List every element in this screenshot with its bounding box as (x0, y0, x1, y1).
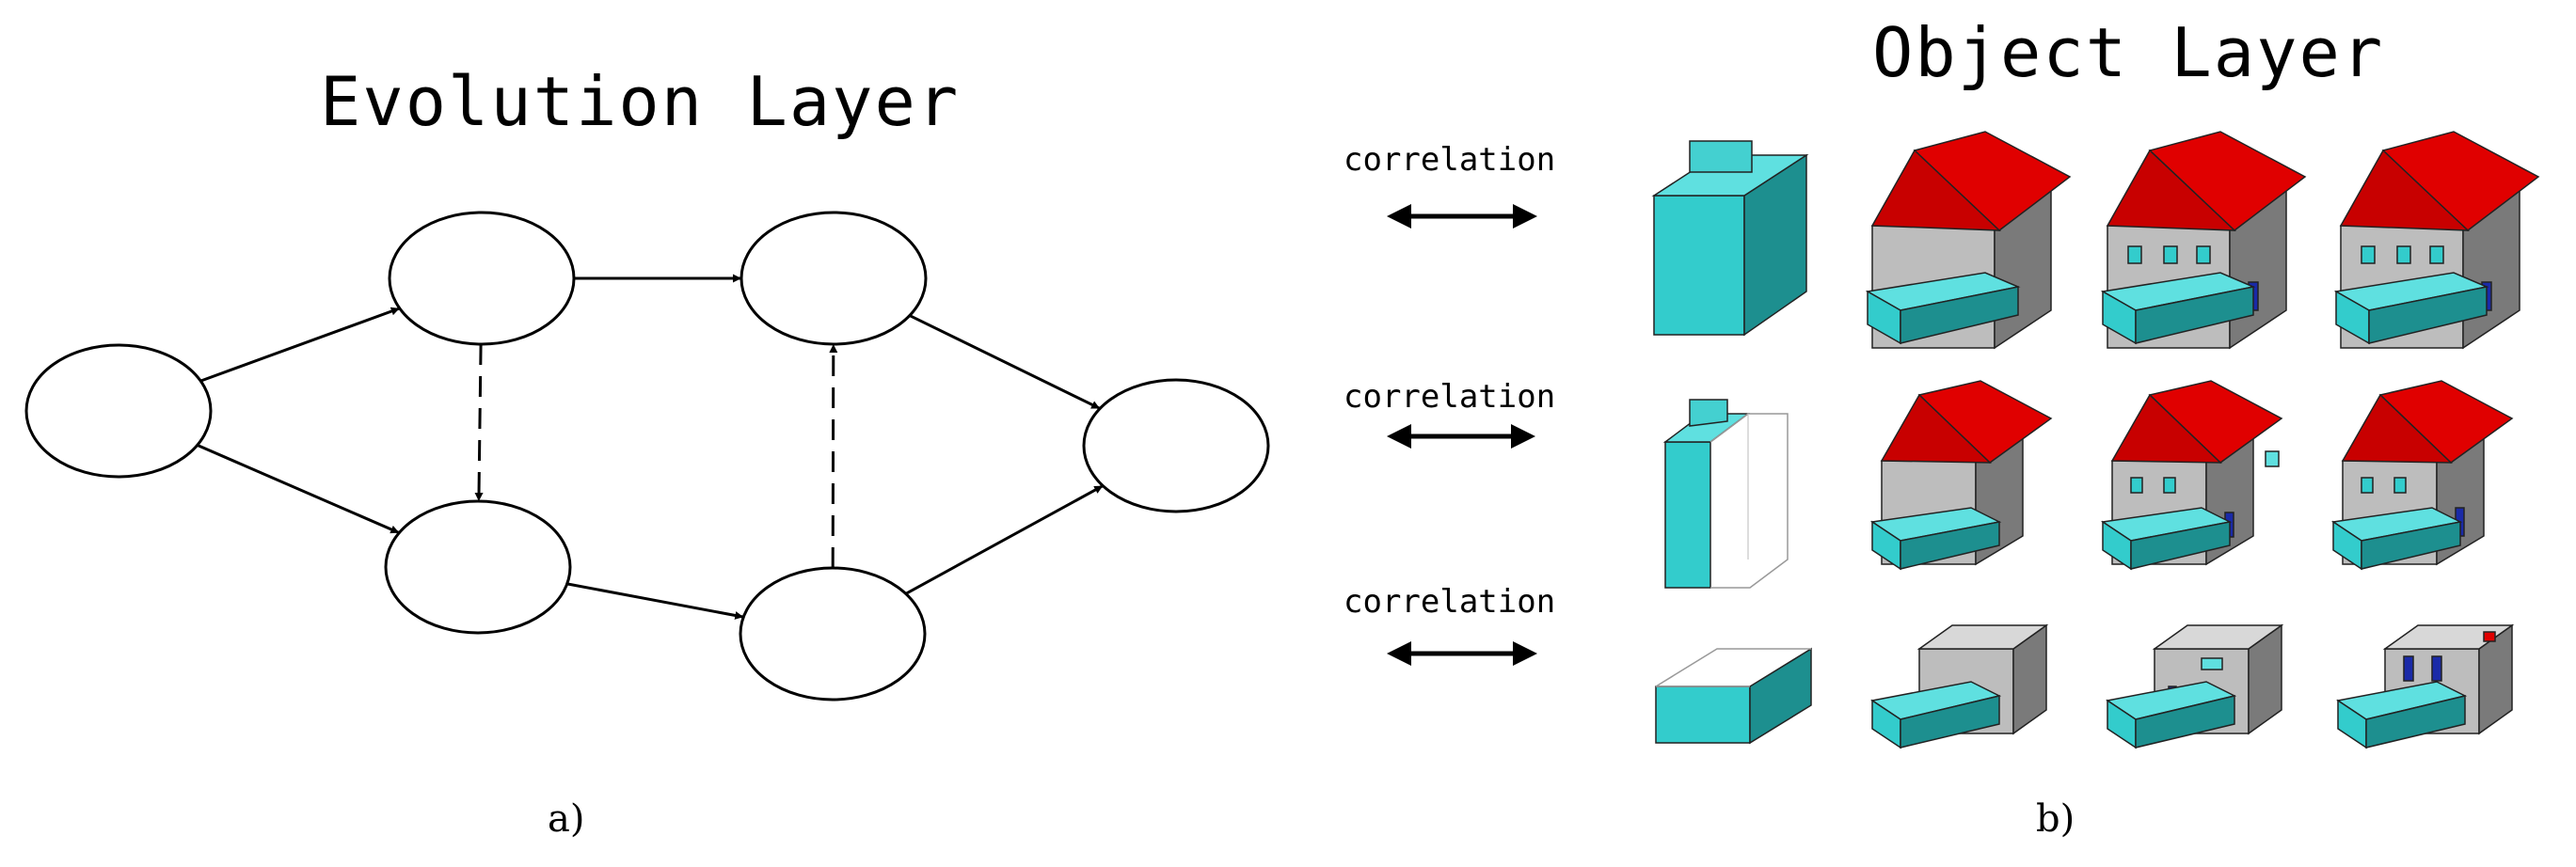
object-r2-c4 (2330, 380, 2514, 571)
correlation-arrow-2 (1387, 424, 1535, 449)
object-layer-title: Object Layer (1872, 13, 2385, 92)
correlation-arrow-1 (1387, 204, 1537, 229)
correlation-arrow-3 (1387, 641, 1537, 666)
evolution-node-2 (388, 211, 576, 346)
evolution-nodes (24, 211, 1270, 701)
evolution-edge-2 (197, 444, 400, 534)
evolution-edges (197, 274, 1104, 620)
evolution-edge-7 (909, 314, 1101, 410)
evolution-edge-4 (474, 343, 484, 502)
caption-b: b) (2036, 797, 2075, 841)
evolution-node-4 (739, 211, 928, 346)
object-r2-c2 (1869, 380, 2053, 571)
evolution-edge-5 (566, 582, 744, 620)
correlation-label-2: correlation (1344, 378, 1556, 416)
object-r2-c3 (2100, 380, 2283, 571)
correlation-label-1: correlation (1344, 141, 1556, 179)
evolution-node-3 (384, 499, 572, 635)
caption-a: a) (548, 797, 585, 841)
object-r1-c2 (1865, 131, 2072, 350)
object-r1-c4 (2333, 131, 2540, 350)
object-grid (1651, 131, 2540, 749)
object-r3-c2 (1870, 623, 2049, 749)
evolution-edge-1 (199, 307, 401, 383)
evolution-edge-8 (905, 484, 1104, 595)
evolution-edge-6 (829, 343, 838, 569)
evolution-node-6 (1082, 378, 1270, 513)
object-r1-c1 (1651, 140, 1809, 337)
evolution-node-1 (24, 343, 213, 479)
object-r3-c3 (2106, 623, 2284, 749)
correlation-label-3: correlation (1344, 583, 1556, 621)
object-r1-c3 (2100, 131, 2307, 350)
evolution-layer-title: Evolution Layer (320, 62, 961, 141)
object-r3-c1 (1655, 647, 1812, 745)
object-r3-c4 (2336, 623, 2515, 749)
correlation-arrows (1387, 204, 1537, 666)
object-r2-c1 (1662, 399, 1789, 589)
evolution-node-5 (739, 566, 927, 701)
